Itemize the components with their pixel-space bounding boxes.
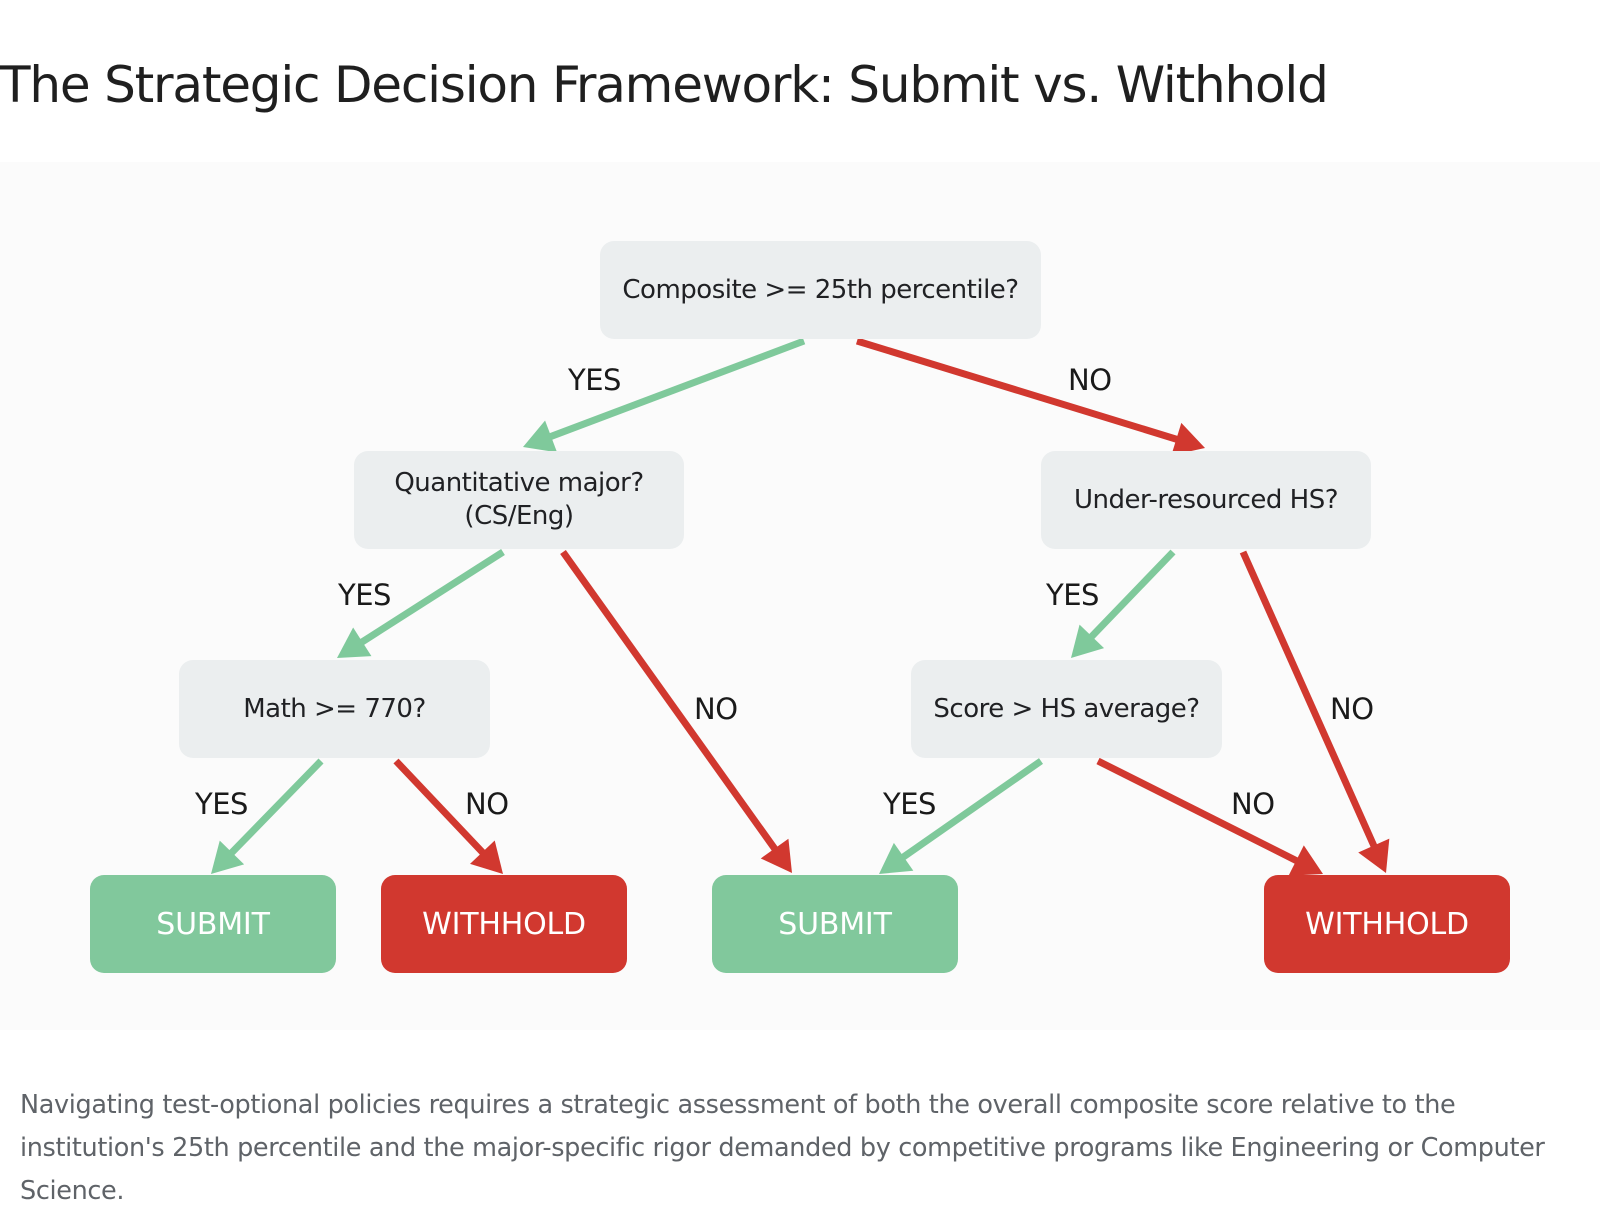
edge-label-yes: YES	[883, 787, 936, 821]
submit-outcome-box: SUBMIT	[90, 875, 336, 973]
math-770-question: Math >= 770?	[179, 660, 490, 758]
arrowhead-yes	[337, 627, 372, 658]
edge-label-yes: YES	[568, 363, 621, 397]
edge-label-no: NO	[1330, 692, 1374, 726]
arrowhead-no	[1288, 845, 1323, 876]
under-resourced-hs-question: Under-resourced HS?	[1041, 451, 1371, 549]
caption-text: Navigating test-optional policies requir…	[20, 1090, 1545, 1206]
edge-label-yes: YES	[1046, 578, 1099, 612]
arrowhead-yes	[879, 842, 914, 874]
arrow-no-composite-to-underres	[855, 337, 1182, 444]
arrowhead-no	[1171, 422, 1205, 456]
arrow-yes-math-to-submit_1	[226, 758, 324, 858]
page-title: The Strategic Decision Framework: Submit…	[0, 56, 1329, 114]
arrow-no-underres-to-withhold_2	[1239, 550, 1379, 851]
composite-percentile-question: Composite >= 25th percentile?	[600, 241, 1041, 339]
arrow-yes-score_hs-to-submit_2	[898, 758, 1044, 862]
quantitative-major-question: Quantitative major? (CS/Eng)	[354, 451, 684, 549]
arrowhead-yes	[211, 840, 245, 874]
arrow-yes-underres-to-score_hs	[1086, 549, 1176, 642]
arrow-no-score_hs-to-withhold_2	[1096, 757, 1302, 866]
arrow-no-quant-to-submit_2	[560, 549, 780, 854]
edge-label-yes: YES	[195, 787, 248, 821]
arrowhead-no	[1358, 838, 1390, 873]
arrowhead-yes	[523, 420, 558, 453]
arrowhead-no	[760, 838, 792, 873]
edge-label-no: NO	[1231, 787, 1275, 821]
arrowhead-yes	[1071, 624, 1105, 658]
arrow-yes-quant-to-math	[357, 549, 505, 647]
withhold-outcome-box: WITHHOLD	[1264, 875, 1510, 973]
submit-outcome-box: SUBMIT	[712, 875, 958, 973]
edge-label-no: NO	[694, 692, 738, 726]
arrow-no-math-to-withhold_1	[393, 758, 488, 858]
edge-label-yes: YES	[338, 578, 391, 612]
arrow-yes-composite-to-quant	[546, 337, 806, 442]
arrowhead-no	[470, 840, 503, 874]
edge-label-no: NO	[1068, 363, 1112, 397]
withhold-outcome-box: WITHHOLD	[381, 875, 627, 973]
score-hs-average-question: Score > HS average?	[911, 660, 1222, 758]
edge-label-no: NO	[465, 787, 509, 821]
